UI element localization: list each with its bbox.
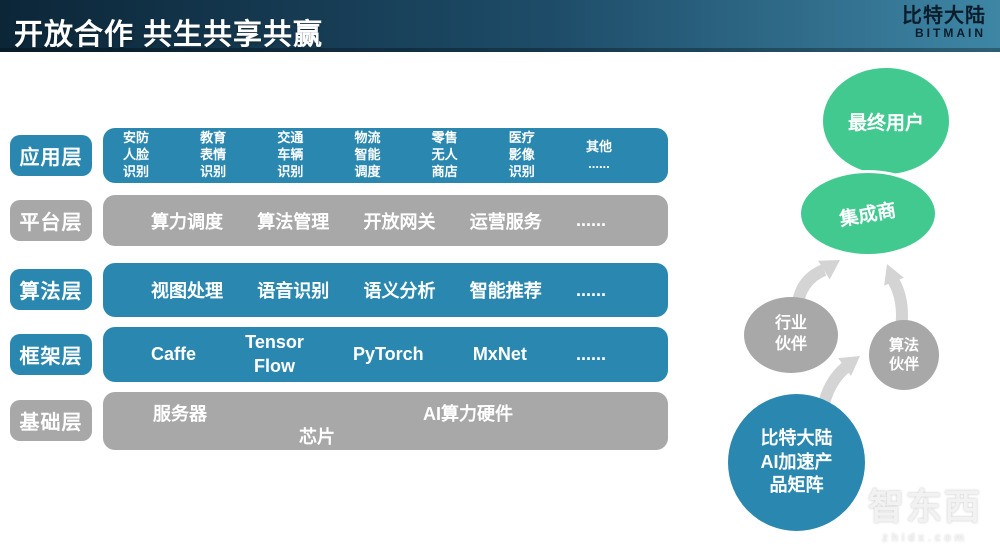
platform-item: 开放网关 (363, 211, 436, 232)
algorithm-item: 语音识别 (257, 281, 330, 301)
badge-algorithm-layer: 算法层 (10, 269, 92, 310)
framework-item: Caffe (151, 344, 197, 364)
badge-framework-layer: 框架层 (10, 334, 92, 375)
app-item: 物流 智能 调度 (354, 130, 381, 179)
industry-partner-label: 行业 伙伴 (774, 315, 807, 353)
row-framework-layer: Caffe Tensor Flow PyTorch MxNet ...... (103, 327, 668, 382)
end-user-label: 最终用户 (847, 112, 924, 134)
platform-item: ...... (575, 210, 606, 230)
platform-item: 算法管理 (257, 211, 330, 232)
app-item: 零售 无人 商店 (431, 130, 458, 179)
algorithm-item: ...... (575, 279, 606, 300)
bubble-bitmain-matrix: 比特大陆 AI加速产 品矩阵 (728, 394, 865, 531)
bitmain-logo-cn: 比特大陆 (902, 5, 986, 27)
bubble-algorithm-partner: 算法 伙伴 (869, 320, 939, 390)
platform-item: 算力调度 (151, 211, 223, 232)
app-item: 交通 车辆 识别 (277, 130, 304, 179)
framework-item: PyTorch (352, 344, 424, 364)
app-item: 安防 人脸 识别 (123, 130, 150, 179)
bubble-industry-partner: 行业 伙伴 (744, 297, 838, 373)
header-bar: 开放合作 共生共享共赢 比特大陆 BITMAIN (0, 0, 1000, 52)
zhidx-watermark-url: zhidx.com (882, 532, 968, 544)
badge-platform-layer: 平台层 (10, 200, 92, 241)
integrator-label: 集成商 (838, 200, 899, 231)
bitmain-logo-en: BITMAIN (915, 26, 986, 40)
badge-base-layer: 基础层 (10, 400, 92, 441)
row-base-layer: 服务器 AI算力硬件 芯片 (103, 392, 668, 450)
algorithm-partner-label: 算法 伙伴 (888, 336, 919, 374)
algorithm-item: 语义分析 (363, 281, 436, 301)
row-algorithm-layer: 视图处理 语音识别 语义分析 智能推荐 ...... (103, 263, 668, 317)
zhidx-watermark: 智东西 zhidx.com (858, 478, 992, 544)
algorithm-item: 智能推荐 (469, 281, 542, 301)
bitmain-logo: 比特大陆 BITMAIN (902, 5, 986, 40)
bubble-end-user: 最终用户 (823, 68, 949, 174)
framework-item: Tensor Flow (245, 332, 304, 376)
bitmain-matrix-label: 比特大陆 AI加速产 品矩阵 (760, 428, 833, 496)
zhidx-watermark-logo: 智东西 (867, 486, 982, 527)
app-item: 医疗 影像 识别 (508, 130, 535, 179)
platform-item: 运营服务 (469, 211, 542, 232)
row-application-layer: 安防 人脸 识别 教育 表情 识别 交通 车辆 识别 物流 智能 调度 零售 无… (103, 128, 668, 183)
page-title: 开放合作 共生共享共赢 (14, 19, 324, 51)
base-item-server: 服务器 (153, 404, 207, 424)
app-item: 教育 表情 识别 (200, 130, 227, 179)
algorithm-item: 视图处理 (151, 281, 223, 301)
base-item-ai-hardware: AI算力硬件 (423, 404, 513, 424)
framework-item: ...... (575, 344, 606, 364)
row-platform-layer: 算力调度 算法管理 开放网关 运营服务 ...... (103, 195, 668, 246)
framework-item: MxNet (472, 344, 527, 364)
badge-application-layer: 应用层 (10, 135, 92, 176)
base-item-chip: 芯片 (299, 427, 335, 447)
app-item: 其他 ...... (585, 138, 612, 171)
bubble-integrator: 集成商 (798, 170, 938, 257)
